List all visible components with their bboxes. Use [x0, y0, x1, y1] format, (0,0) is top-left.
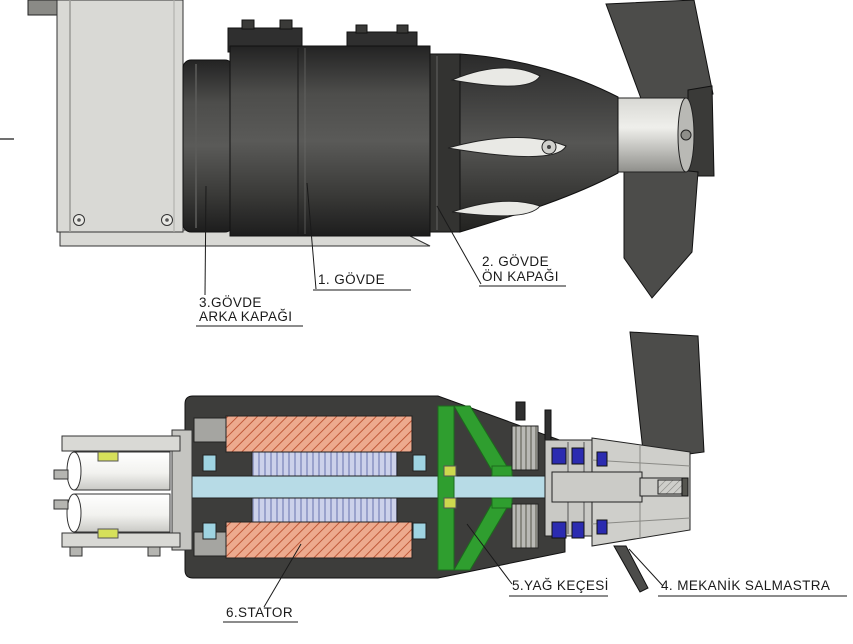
cone-vane-bottom: [451, 200, 541, 217]
shaft: [191, 475, 561, 499]
seal-wall: [437, 405, 455, 571]
bracket-bolt: [53, 499, 69, 510]
bearing-stack-top: [511, 425, 539, 471]
seal-element-blue: [596, 451, 608, 467]
bearing-block: [202, 522, 217, 540]
label-4-mekanik-salmastra: 4. MEKANİK SALMASTRA: [661, 578, 830, 593]
hub-line: [591, 459, 691, 467]
external-view: 1. GÖVDE 2. GÖVDE ÖN KAPAĞI 3.GÖVDE ARKA…: [0, 0, 715, 327]
bolt-hole-center: [165, 218, 169, 222]
oring-yellow: [443, 465, 457, 477]
shaft-end-cap: [681, 477, 689, 497]
propeller-blade-bottom: [623, 163, 699, 299]
bearing-block: [412, 454, 427, 472]
bracket-bolt: [53, 469, 69, 480]
casing-stud: [515, 401, 526, 421]
bearing-block: [412, 522, 427, 540]
label-5-yag-kecesi: 5.YAĞ KEÇESİ: [512, 578, 609, 593]
guide-bracket: [53, 429, 193, 557]
shaft-sleeve: [551, 471, 643, 503]
motor-body: [182, 19, 619, 237]
roller-bottom-end: [66, 493, 82, 533]
section-blade-bottom: [613, 545, 649, 593]
hub-line: [591, 517, 691, 525]
cone-vane-middle: [447, 137, 567, 157]
bracket-mount-plate: [171, 429, 193, 551]
shaft-end-bolt: [657, 479, 683, 495]
stator-winding-bottom: [225, 521, 413, 559]
hub-end-bolt: [680, 129, 692, 141]
propeller-hub: [615, 97, 695, 173]
seal-element-blue: [551, 521, 567, 539]
roller-top: [73, 451, 171, 491]
terminal-bolt: [355, 24, 368, 34]
cone-vane-top: [450, 67, 541, 87]
casing-pin: [544, 409, 552, 441]
section-view: 6.STATOR 5.YAĞ KEÇESİ 4. MEKANİK SALMAST…: [53, 331, 847, 623]
bolt-hole-center: [77, 218, 81, 222]
bracket-top-rail: [61, 435, 181, 452]
leader-line-1: [306, 182, 317, 290]
leader-line-3: [204, 185, 207, 296]
terminal-bolt: [279, 19, 293, 30]
hub-cylinder: [615, 97, 687, 173]
bracket-bolt: [147, 546, 161, 557]
terminal-bolt: [396, 24, 409, 34]
seal-element-blue: [551, 447, 567, 465]
external-view-annotations: 1. GÖVDE 2. GÖVDE ÖN KAPAĞI 3.GÖVDE ARKA…: [196, 182, 566, 327]
oil-seal-housing: [437, 405, 513, 571]
seal-ring-bottom: [491, 497, 513, 509]
leader-line-6: [263, 543, 302, 608]
guide-pad-yellow: [97, 528, 119, 539]
body-rear-cover: [182, 59, 234, 233]
seal-element-blue: [571, 447, 585, 465]
roller-bottom: [73, 493, 171, 533]
bearing-block: [202, 454, 217, 472]
rotor-lamination-top: [251, 451, 398, 478]
bracket-plate: [56, 0, 184, 233]
terminal-bolt: [241, 19, 255, 30]
oring-yellow: [443, 497, 457, 509]
bracket-bottom-rail: [61, 532, 181, 548]
rear-bearing-seat-top: [193, 417, 231, 443]
label-3-govde-arka-kapagi-line2: ARKA KAPAĞI: [199, 309, 292, 324]
cone-screw-center: [547, 145, 551, 149]
seal-element-blue: [596, 519, 608, 535]
label-6-stator: 6.STATOR: [226, 605, 293, 620]
body-front-cover-ring: [429, 53, 461, 233]
stator-winding-top: [225, 415, 413, 453]
rotor-lamination-bottom: [251, 496, 398, 523]
section-view-annotations: 6.STATOR 5.YAĞ KEÇESİ 4. MEKANİK SALMAST…: [223, 523, 847, 623]
seal-ring-top: [491, 465, 513, 477]
label-2-govde-on-kapagi-line1: 2. GÖVDE: [482, 254, 549, 269]
leader-line-4: [628, 548, 664, 587]
propeller: [605, 0, 715, 299]
bearing-stack-bottom: [511, 503, 539, 549]
label-3-govde-arka-kapagi-line1: 3.GÖVDE: [199, 295, 262, 310]
stator: [225, 415, 413, 559]
roller-top-end: [66, 451, 82, 491]
propeller-blade-top: [605, 0, 714, 113]
rotor: [251, 451, 398, 523]
leader-line-2: [436, 205, 482, 285]
label-2-govde-on-kapagi-line2: ÖN KAPAĞI: [482, 269, 559, 284]
body-main-cylinder: [229, 45, 431, 237]
section-blade-top: [629, 331, 705, 461]
seal-element-blue: [571, 521, 585, 539]
label-1-govde: 1. GÖVDE: [318, 272, 385, 287]
guide-pad-yellow: [97, 451, 119, 462]
leader-line-5: [466, 523, 513, 585]
bracket-bolt: [69, 546, 83, 557]
